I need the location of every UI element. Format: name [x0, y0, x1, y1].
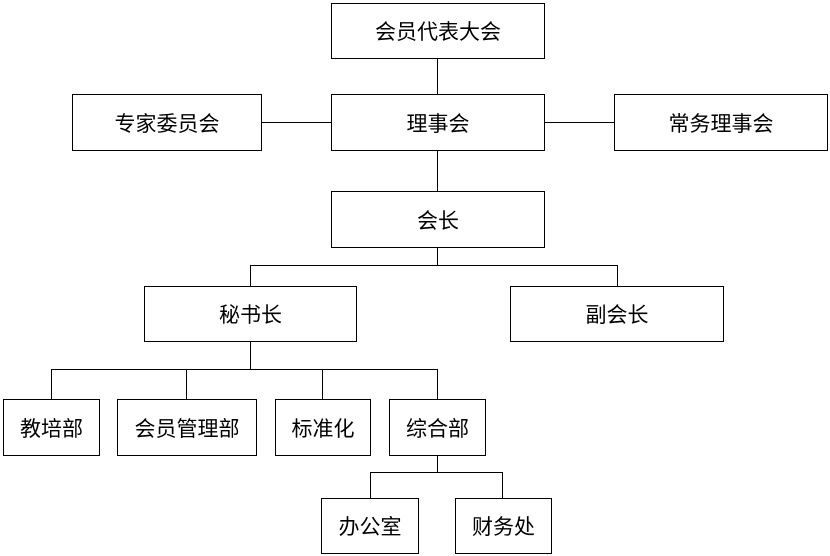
node-finance: 财务处 — [455, 498, 552, 554]
node-assembly: 会员代表大会 — [331, 3, 545, 59]
node-office: 办公室 — [321, 498, 419, 554]
node-dept-standardization: 标准化 — [275, 399, 371, 456]
node-president: 会长 — [331, 191, 545, 248]
node-vice-president: 副会长 — [510, 286, 724, 342]
node-dept-general-affairs: 综合部 — [389, 399, 486, 456]
node-standing-board: 常务理事会 — [614, 94, 828, 151]
node-dept-education-training: 教培部 — [3, 399, 100, 456]
node-board: 理事会 — [331, 94, 545, 151]
node-dept-member-management: 会员管理部 — [117, 399, 257, 456]
node-secretary-general: 秘书长 — [144, 286, 357, 342]
node-expert-committee: 专家委员会 — [72, 94, 262, 151]
